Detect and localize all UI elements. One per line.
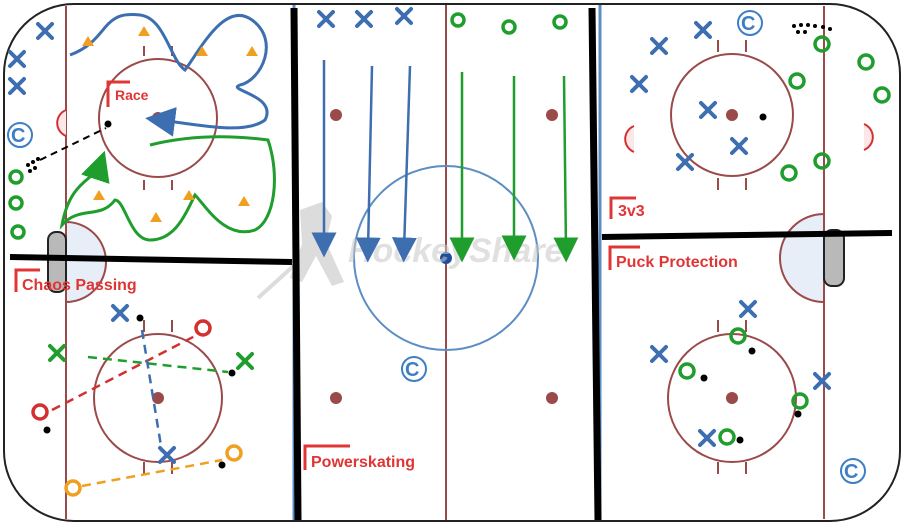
goal-crease-left	[65, 220, 107, 304]
race-blue-route	[69, 12, 269, 137]
faceoff-circle-top-left	[98, 46, 218, 190]
coach-c-icon: C	[741, 13, 755, 35]
goal-crease-right-mini	[624, 125, 635, 153]
center-dot	[440, 252, 452, 264]
coach-c-ring	[7, 122, 33, 148]
divider-blue-left	[290, 7, 302, 521]
neutral-dot	[546, 392, 558, 404]
pass-line-red	[51, 334, 196, 412]
coach-c-ring	[840, 458, 866, 484]
pass-line-orange	[81, 458, 223, 488]
faceoff-circle-top-right	[670, 40, 794, 190]
faceoff-dot	[152, 392, 164, 404]
label-flag	[609, 196, 636, 219]
puck-stack-icon	[26, 157, 40, 173]
divider-left-horizontal	[9, 254, 293, 265]
puck-icon	[700, 347, 802, 444]
faceoff-dot	[726, 109, 738, 121]
neutral-dot	[330, 392, 342, 404]
goal-net-right	[823, 229, 845, 287]
label-powerskating: Powerskating	[311, 454, 415, 471]
pass-line-green	[87, 355, 229, 374]
label-chaos-passing: Chaos Passing	[22, 277, 137, 294]
puck-icon	[759, 113, 767, 121]
label-race: Race	[115, 87, 149, 103]
coach-c-icon: C	[405, 359, 419, 381]
coach-c-ring	[737, 10, 763, 36]
o-marker-icon	[450, 12, 568, 35]
divider-right-horizontal	[601, 230, 893, 240]
race-green-route	[59, 135, 276, 242]
divider-blue-right	[588, 7, 602, 521]
o-marker-icon	[31, 319, 243, 497]
goal-crease-race-mini	[56, 109, 67, 137]
watermark-text: HockeyShare	[348, 232, 563, 270]
faceoff-dot	[726, 392, 738, 404]
coach-c-ring	[401, 356, 427, 382]
rink-boards	[3, 3, 901, 522]
pass-line-blue	[140, 329, 164, 453]
race-pass-line	[39, 127, 107, 161]
puck-icon	[43, 314, 236, 469]
cone-icon	[82, 26, 258, 222]
puck-stack-icon	[792, 23, 832, 34]
neutral-dot	[546, 109, 558, 121]
coach-c-icon: C	[844, 461, 858, 483]
center-circle	[353, 165, 539, 351]
label-3v3: 3v3	[618, 203, 645, 220]
powerskating-arrows-blue	[311, 60, 417, 263]
label-flag	[14, 268, 40, 292]
goal-net-left	[47, 231, 67, 293]
goal-crease-left-mini	[863, 123, 874, 151]
puck-icon	[104, 120, 112, 128]
label-flag	[608, 245, 640, 270]
label-flag	[106, 80, 130, 107]
coach-c-icon: C	[11, 125, 25, 147]
powerskating-arrows-green	[449, 72, 579, 263]
o-marker-icon	[780, 35, 891, 182]
faceoff-dot	[152, 112, 164, 124]
neutral-dot	[330, 109, 342, 121]
label-flag	[303, 444, 350, 470]
o-marker-icon	[678, 327, 809, 446]
label-puck-protection: Puck Protection	[616, 254, 738, 271]
o-marker-icon	[8, 169, 26, 240]
